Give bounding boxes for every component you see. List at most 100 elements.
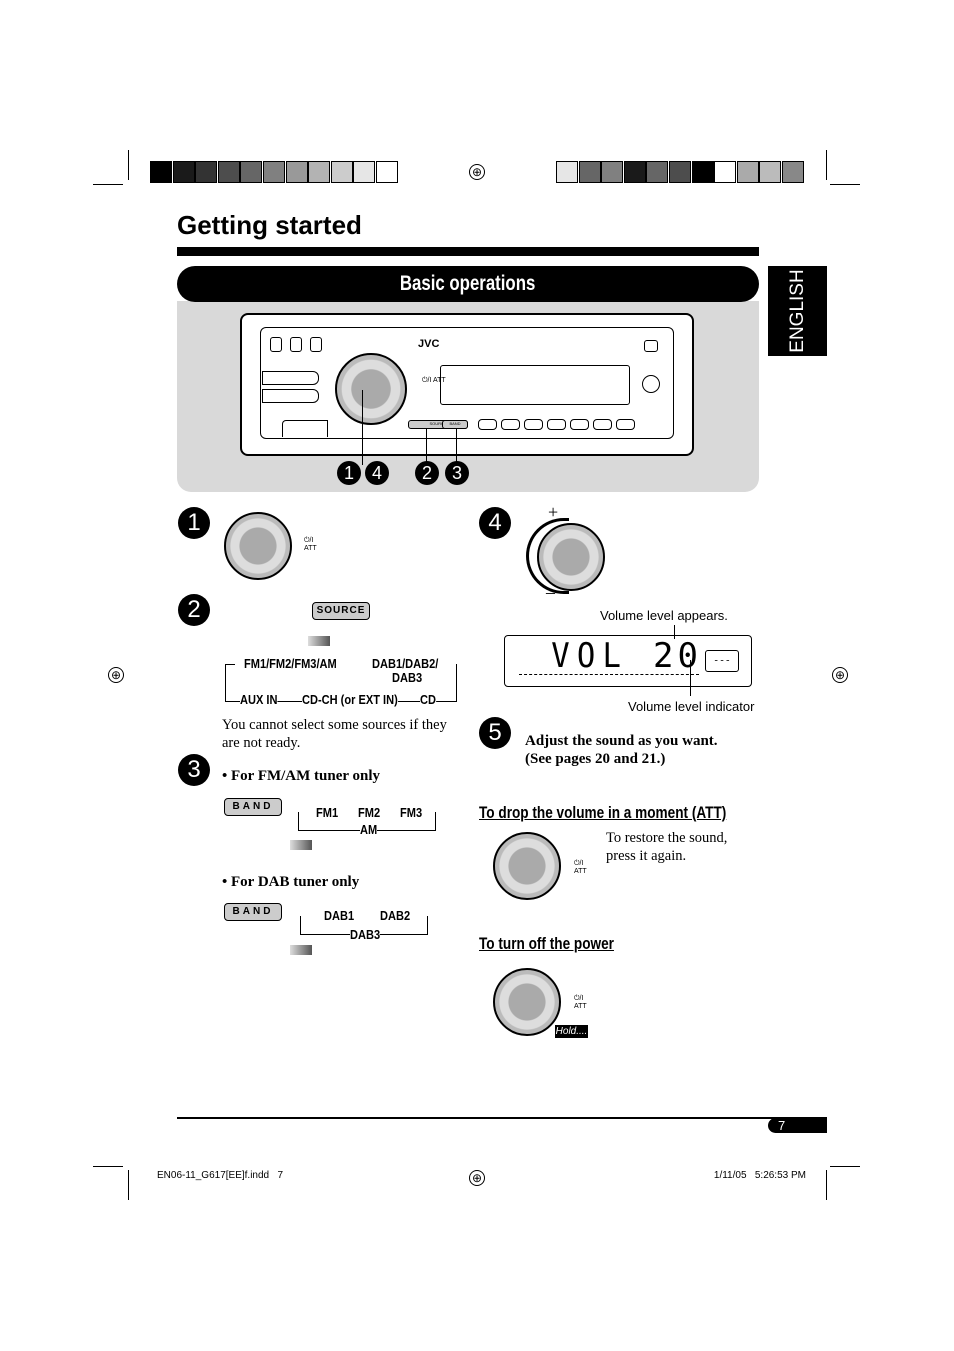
att-note: To restore the sound, press it again. (606, 829, 727, 865)
color-swatch (578, 161, 601, 183)
color-swatch (263, 161, 285, 183)
flow-dab3: DAB3 (392, 670, 423, 685)
power-knob-illustration (224, 512, 292, 580)
callout-4: 4 (365, 461, 389, 485)
color-swatch (308, 161, 331, 183)
color-swatch (172, 161, 195, 183)
registration-mark-icon: ⊕ (469, 1170, 485, 1186)
fm-flow-2: FM2 (358, 805, 381, 820)
color-swatch (217, 161, 240, 183)
crop-mark (93, 184, 123, 185)
color-swatch (736, 161, 759, 183)
color-swatch (556, 161, 578, 183)
step-2-note: You cannot select some sources if they a… (222, 717, 447, 751)
dab-flow-1: DAB1 (324, 908, 355, 923)
color-swatch (646, 161, 669, 183)
power-heading: To turn off the power (479, 934, 614, 953)
source-button-illustration: SOURCE (312, 602, 370, 620)
fm-flow-3: FM3 (400, 805, 423, 820)
band-button-illustration: BAND (224, 903, 282, 921)
power-att-label: ⏻/I ATT (422, 377, 446, 384)
footer-rule (177, 1117, 827, 1119)
color-swatch (150, 161, 172, 183)
step-5-line2: (See pages 20 and 21.) (525, 751, 666, 767)
registration-mark-icon: ⊕ (469, 164, 485, 180)
footer-timestamp: 1/11/05 5:26:53 PM (713, 1170, 806, 1181)
knob-label-top: ⏻/I (574, 995, 584, 1002)
step-3-number: 3 (178, 754, 210, 786)
color-swatch (782, 161, 804, 183)
dab-flow-3: DAB3 (350, 927, 381, 942)
preset-button (593, 419, 612, 430)
step-4-number: 4 (479, 507, 511, 539)
att-heading: To drop the volume in a moment (ATT) (479, 803, 727, 822)
att-note-line2: press it again. (606, 848, 687, 864)
color-swatch (240, 161, 263, 183)
preset-button (570, 419, 589, 430)
color-swatch (285, 161, 308, 183)
page-title: Getting started (177, 210, 362, 240)
car-stereo-illustration: JVC ⏻/I ATT SOURCE BAND (240, 313, 694, 456)
registration-mark-icon: ⊕ (832, 667, 848, 683)
color-swatch (195, 161, 218, 183)
arrow-icon (308, 636, 330, 646)
fm-heading: • For FM/AM tuner only (222, 768, 381, 784)
callout-2: 2 (415, 461, 439, 485)
crop-mark (128, 1170, 129, 1200)
crop-mark (830, 184, 860, 185)
plus-label: + (548, 502, 559, 522)
crop-mark (93, 1166, 123, 1167)
fm-flow-1: FM1 (316, 805, 339, 820)
att-knob-illustration (493, 832, 561, 900)
color-swatch (601, 161, 624, 183)
section-header: Basic operations (177, 266, 759, 302)
step-1-number: 1 (178, 507, 210, 539)
preset-button (501, 419, 520, 430)
volume-level-indicator: - - - (705, 650, 739, 672)
language-label: ENGLISH (786, 269, 808, 353)
band-button: BAND (442, 420, 468, 429)
volume-indicator-label: Volume level indicator (628, 699, 755, 714)
dab-heading-text: For DAB tuner only (231, 874, 360, 890)
knob-label-bottom: ATT (574, 1003, 587, 1010)
flow-dab: DAB1/DAB2/ (372, 656, 439, 671)
knob-label-top: ⏻/I (574, 860, 584, 867)
volume-appears-label: Volume level appears. (600, 608, 728, 623)
fm-flow-4: AM (360, 822, 378, 837)
color-swatch (714, 161, 737, 183)
control-dial (335, 353, 407, 425)
flow-cd-ch: CD-CH (or EXT IN) (302, 692, 398, 707)
display-window (440, 365, 630, 405)
step-5-line1: Adjust the sound as you want. (525, 733, 718, 749)
preset-button (478, 419, 497, 430)
flow-cd: CD (420, 692, 436, 707)
fm-heading-text: For FM/AM tuner only (231, 768, 381, 784)
flow-fm: FM1/FM2/FM3/AM (244, 656, 337, 671)
title-rule (177, 247, 759, 256)
section-title: Basic operations (400, 272, 536, 295)
step-5-number: 5 (479, 717, 511, 749)
preset-button (616, 419, 635, 430)
att-note-line1: To restore the sound, (606, 830, 728, 846)
band-button-illustration: BAND (224, 798, 282, 816)
brand-logo: JVC (418, 338, 440, 350)
preset-button (547, 419, 566, 430)
power-off-knob-illustration (493, 968, 561, 1036)
color-swatch (691, 161, 714, 183)
hold-label: Hold.... (555, 1025, 588, 1038)
footer-file: EN06-11_G617[EE]f.indd 7 (157, 1170, 284, 1181)
arrow-icon (290, 945, 312, 955)
color-swatch (759, 161, 782, 183)
display-value: 20 (653, 636, 702, 676)
page-number: 7 (768, 1118, 827, 1133)
minus-label: – (546, 582, 555, 602)
callout-1: 1 (337, 461, 361, 485)
color-swatch (623, 161, 646, 183)
dab-heading: • For DAB tuner only (222, 874, 360, 890)
crop-mark (830, 1166, 860, 1167)
preset-button (524, 419, 543, 430)
